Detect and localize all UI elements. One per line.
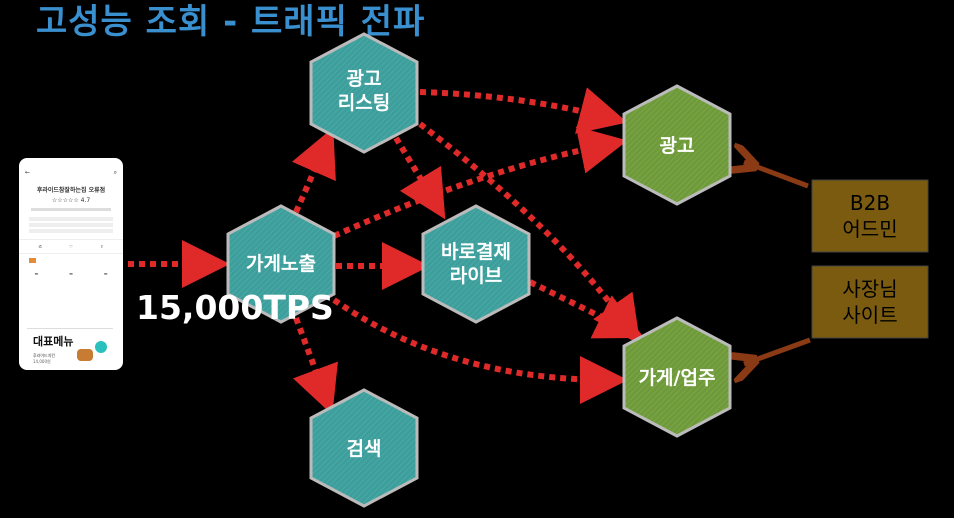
hex-search-label: 검색 — [347, 438, 382, 460]
arrow-payment-to-business — [528, 279, 645, 339]
hex-payment-line2: 라이브 — [450, 265, 502, 287]
box-b2b-line1: B2B — [850, 191, 890, 215]
heart-icon: ♡ — [69, 244, 73, 249]
tps-label: 15,000TPS — [136, 288, 334, 327]
phone-menu-title: 대표메뉴 — [33, 335, 74, 348]
search-icon: ⌕ — [113, 169, 117, 176]
hex-business-label: 가게/업주 — [639, 367, 716, 389]
phone-tab-2: ▬ — [69, 271, 73, 276]
phone-menu-item: 후라이드치킨 — [33, 353, 56, 358]
phone-menu-section: 대표메뉴 후라이드치킨 14,000원 — [27, 328, 113, 370]
hex-search: 검색 — [309, 388, 419, 508]
phone-store-name: 후라이드참잘하는집 오류점 — [36, 187, 106, 194]
arrow-store-to-search — [292, 316, 338, 415]
arrow-store-to-business — [332, 297, 628, 404]
phone-tab-3: ▬ — [103, 271, 108, 276]
phone-divider — [31, 208, 111, 211]
phone-tab-1: ▬ — [34, 271, 39, 276]
hex-payment-line1: 바로결제 — [441, 241, 511, 263]
hex-store-business: 가게/업주 — [622, 316, 732, 438]
phone-info-rows — [29, 217, 113, 233]
arrow-adlisting-to-payment — [393, 136, 446, 220]
arrow-adlisting-to-business — [418, 121, 641, 345]
hex-ad-listing-line2: 리스팅 — [338, 92, 390, 114]
box-b2b-line2: 어드민 — [842, 217, 897, 241]
arrow-adlisting-to-ads — [419, 87, 628, 134]
cart-fab-icon — [95, 341, 107, 353]
hex-ads-label: 광고 — [660, 135, 695, 157]
arrow-b2b-to-ads — [744, 162, 809, 189]
hex-store-exposure: 가게노출 — [226, 204, 336, 324]
box-owner-line2: 사이트 — [842, 303, 897, 327]
phone-rating: ☆☆☆☆☆ 4.7 — [51, 197, 91, 204]
phone-menu-price: 14,000원 — [33, 359, 51, 364]
coupon-tag-icon — [29, 258, 36, 263]
hex-store-exposure-label: 가게노출 — [246, 253, 316, 275]
phone-actions: ✆ ♡ ⇪ — [19, 239, 123, 254]
box-b2b-admin: B2B 어드민 — [811, 179, 929, 253]
share-icon: ⇪ — [100, 244, 104, 249]
box-owner-site: 사장님 사이트 — [811, 265, 929, 339]
box-owner-line1: 사장님 — [842, 277, 897, 301]
phone-nav: ← ⌕ — [19, 167, 123, 179]
food-image — [77, 349, 93, 361]
hex-instant-payment: 바로결제 라이브 — [421, 204, 531, 324]
hex-ad-listing-line1: 광고 — [347, 68, 382, 90]
hex-ad-listing: 광고 리스팅 — [309, 32, 419, 154]
arrow-owner-to-business — [744, 337, 811, 364]
hex-ads: 광고 — [622, 84, 732, 206]
phone-icon: ✆ — [38, 244, 42, 249]
phone-status-bar — [19, 158, 123, 167]
arrow-store-to-ads — [332, 126, 628, 239]
phone-tabs: ▬ ▬ ▬ — [19, 271, 123, 276]
arrow-store-to-adlisting — [291, 127, 336, 214]
phone-coupon — [29, 258, 113, 263]
back-icon: ← — [25, 169, 31, 176]
phone-mockup: ← ⌕ 후라이드참잘하는집 오류점 ☆☆☆☆☆ 4.7 ✆ ♡ ⇪ ▬ ▬ ▬ … — [19, 158, 123, 370]
